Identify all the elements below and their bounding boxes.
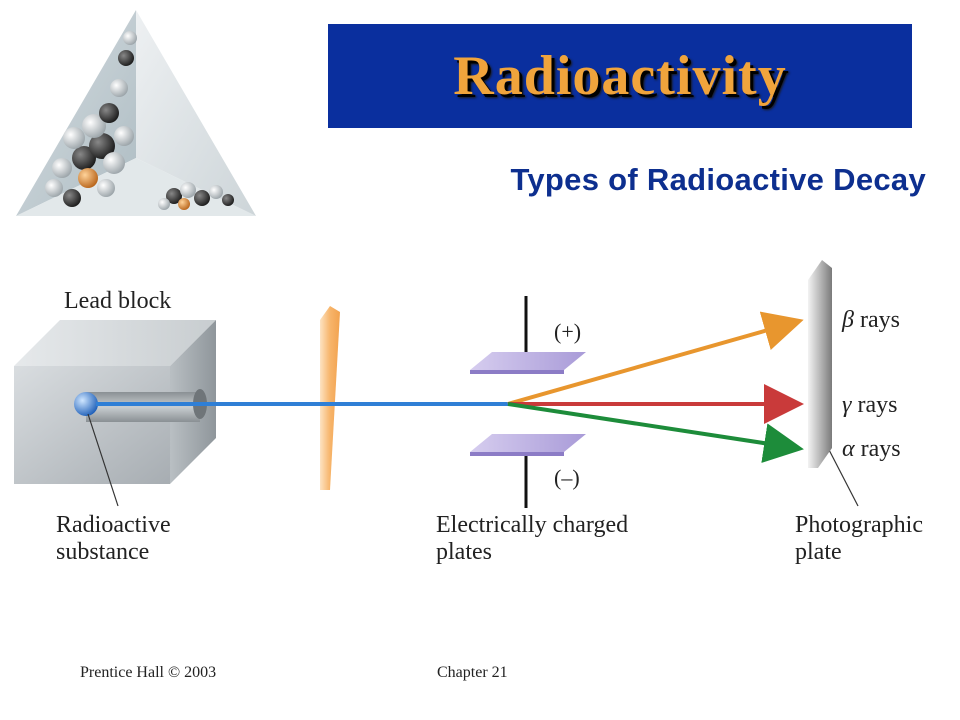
beta-rays-text: rays: [859, 307, 900, 333]
alpha-rays-text: rays: [860, 436, 901, 462]
radioactive-source: [74, 392, 98, 416]
photographic-plate: [808, 260, 832, 468]
alpha-symbol: α: [842, 436, 855, 462]
beta-ray: [507, 311, 804, 406]
source-leader-line: [87, 413, 119, 507]
plus-label: (+): [554, 319, 582, 344]
alpha-ray: [507, 402, 804, 463]
molecule-tetrahedron-logo: [16, 10, 256, 216]
molecule-cluster-small: [158, 182, 234, 210]
photo-plate-label: Photographic plate: [795, 512, 923, 566]
title-banner: Radioactivity: [328, 24, 912, 128]
minus-plate: [470, 434, 586, 452]
collimator-slit: [320, 306, 340, 490]
slide-subtitle: Types of Radioactive Decay: [510, 162, 926, 197]
gamma-symbol: γ: [842, 392, 852, 418]
molecule-cluster-large: [45, 31, 137, 207]
beta-rays-label: β rays: [842, 307, 900, 334]
footer-copyright: Prentice Hall © 2003: [80, 664, 217, 681]
gamma-rays-label: γ rays: [842, 392, 897, 419]
slide-title: Radioactivity: [453, 45, 787, 107]
decay-diagram: [14, 260, 859, 508]
source-label-line1: Radioactive: [56, 512, 171, 538]
alpha-rays-label: α rays: [842, 436, 901, 463]
minus-label: (–): [554, 465, 580, 490]
plates-label-line1: Electrically charged: [436, 512, 629, 538]
lead-block-label: Lead block: [64, 288, 172, 314]
source-label-line2: substance: [56, 539, 150, 565]
beta-symbol: β: [842, 307, 854, 333]
photo-leader-line: [825, 443, 859, 507]
photo-label-line2: plate: [795, 539, 842, 565]
photo-label-line1: Photographic: [795, 512, 923, 538]
gamma-rays-text: rays: [857, 392, 898, 418]
plus-plate: [470, 352, 586, 370]
plates-label: Electrically charged plates: [436, 512, 628, 566]
plates-label-line2: plates: [436, 539, 492, 565]
source-label: Radioactive substance: [56, 512, 171, 566]
footer-chapter: Chapter 21: [437, 664, 508, 681]
